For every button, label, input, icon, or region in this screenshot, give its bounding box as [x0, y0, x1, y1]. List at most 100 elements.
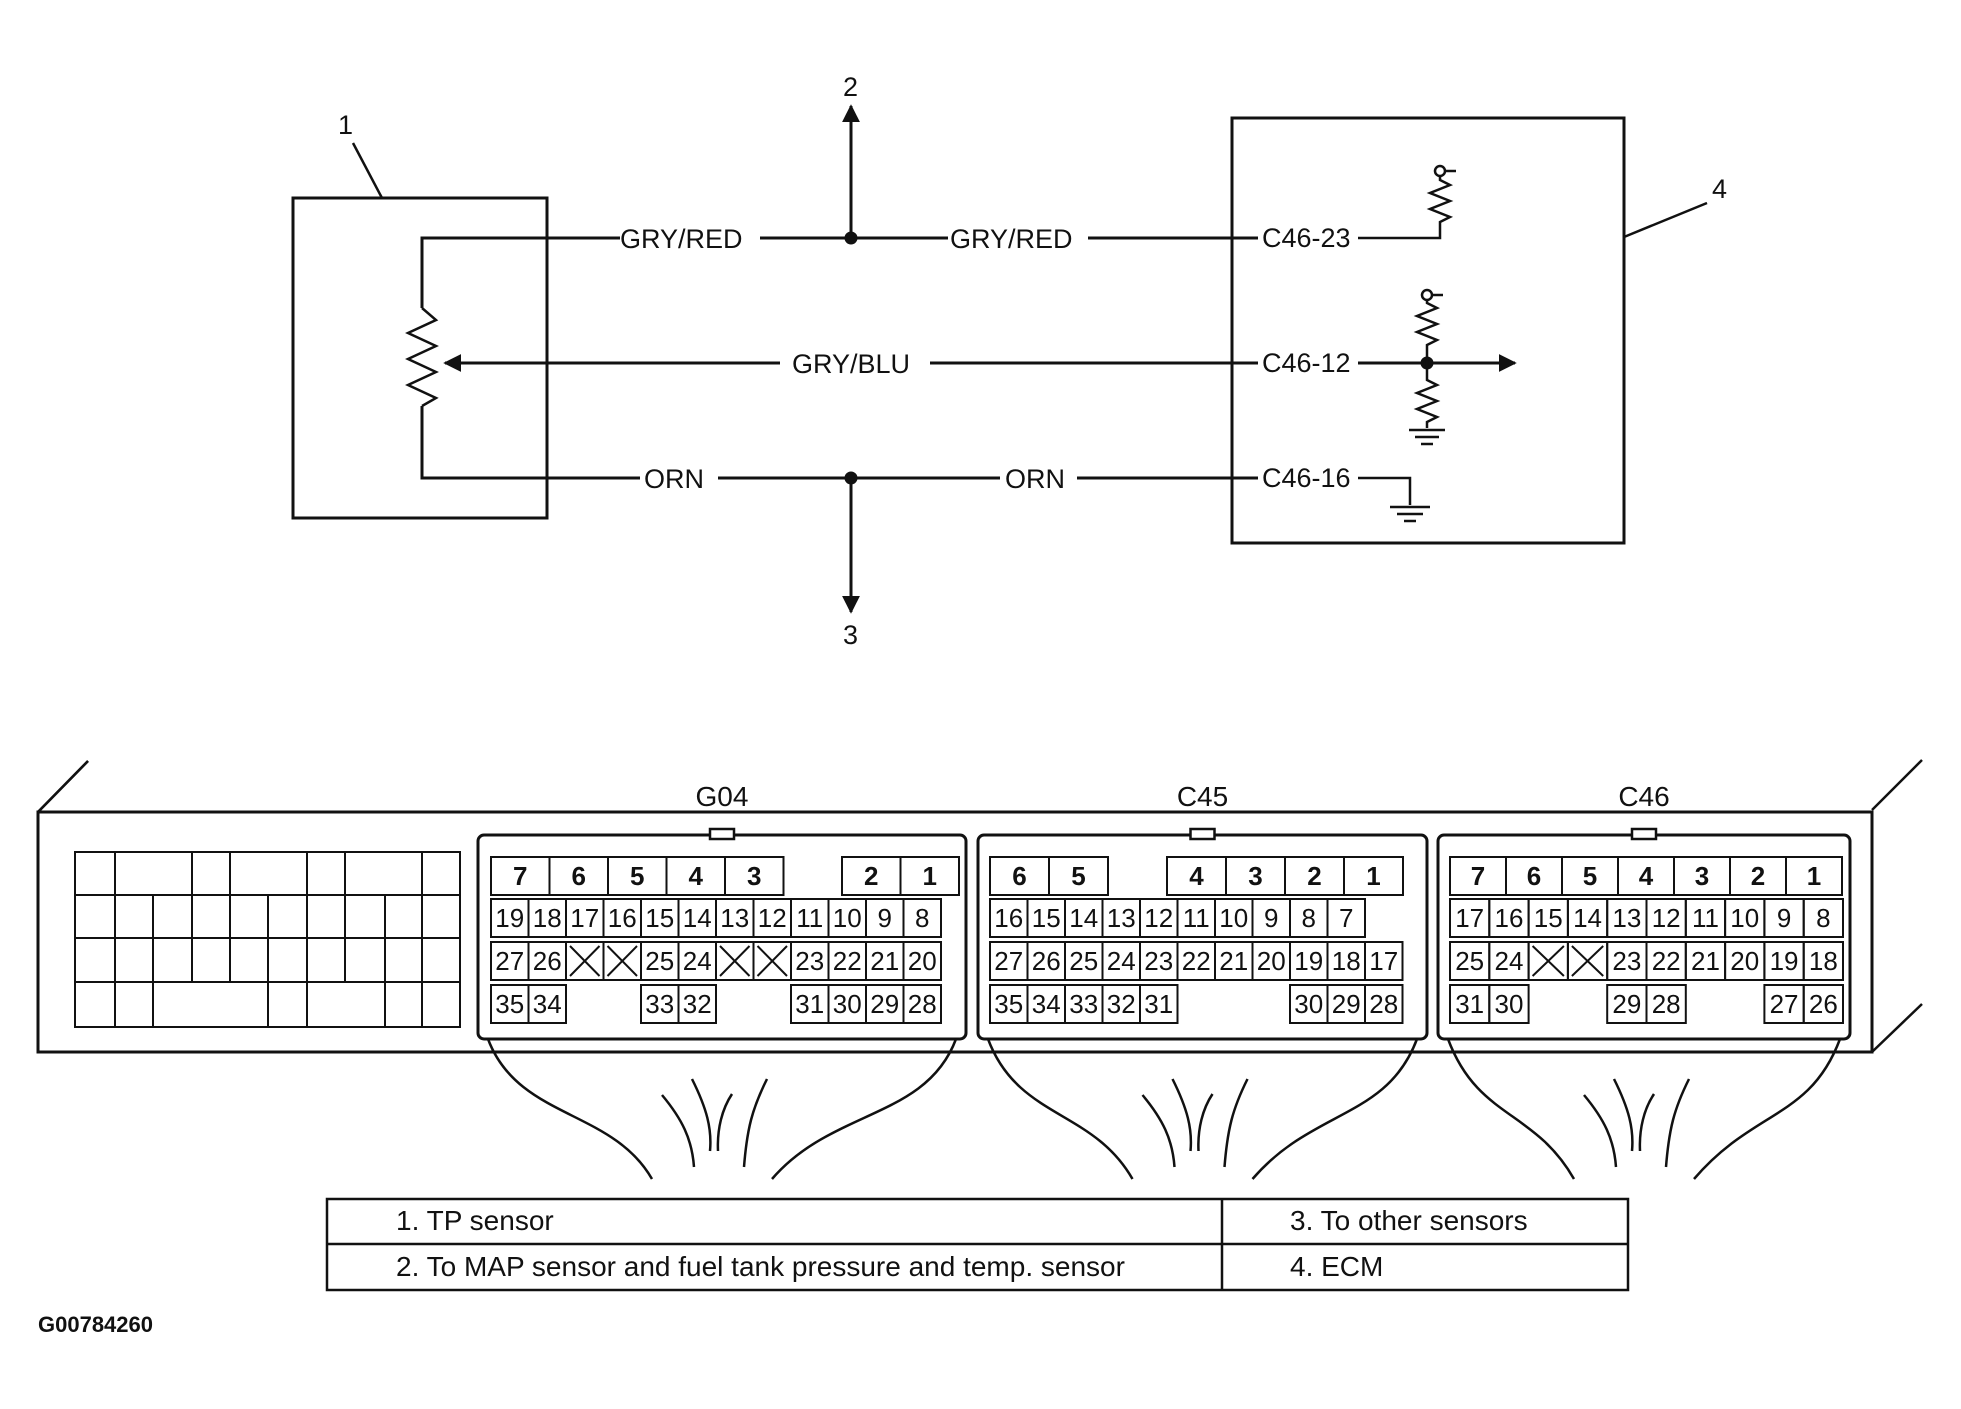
pin-number: 25 — [1455, 946, 1484, 976]
pin-number: 16 — [994, 903, 1023, 933]
ecm-body-edge-left — [37, 760, 89, 813]
pin-number: 17 — [1369, 946, 1398, 976]
ecm-body-edge-right — [1871, 759, 1923, 811]
pin-cell — [724, 856, 785, 896]
pin-number: 26 — [533, 946, 562, 976]
pin-number: 20 — [908, 946, 937, 976]
pin-number: 12 — [758, 903, 787, 933]
pin-number: 28 — [908, 989, 937, 1019]
ground-symbol-16 — [1390, 505, 1430, 523]
pin-cell — [1785, 856, 1843, 896]
pin-number: 19 — [1294, 946, 1323, 976]
pin-number: 28 — [1369, 989, 1398, 1019]
callout-4-leader — [1623, 201, 1708, 239]
pin-number: 26 — [1809, 989, 1838, 1019]
pin-cell — [1364, 984, 1404, 1024]
pin-number: 23 — [1612, 946, 1641, 976]
connector-name: C46 — [1618, 781, 1669, 812]
pullup-12 — [1413, 300, 1441, 363]
pin-number: 14 — [683, 903, 712, 933]
pin-number: 18 — [533, 903, 562, 933]
vref-terminal-12 — [1420, 288, 1434, 302]
pin-cell — [1343, 856, 1404, 896]
pin-number: 35 — [495, 989, 524, 1019]
pin-number: 1 — [1366, 861, 1380, 891]
pin-number: 29 — [870, 989, 899, 1019]
pin-number: 17 — [570, 903, 599, 933]
pin-number: 3 — [1248, 861, 1262, 891]
pin-number: 19 — [1770, 946, 1799, 976]
pin-number: 22 — [1182, 946, 1211, 976]
callout-1: 1 — [338, 110, 353, 140]
pin-number: 26 — [1032, 946, 1061, 976]
blank-pin-cross — [1531, 945, 1565, 977]
pullup-23 — [1358, 176, 1454, 240]
pin-number: 1 — [923, 861, 937, 891]
connector-latch — [1189, 827, 1216, 841]
ecm-body-edge-right-bottom — [1871, 1003, 1923, 1053]
pin-number: 12 — [1652, 903, 1681, 933]
wire-label-gry-blu: GRY/BLU — [792, 349, 910, 379]
legend-table: 1. TP sensor 3. To other sensors 2. To M… — [325, 1197, 1630, 1292]
wire-harness — [1446, 1038, 1842, 1180]
pin-cell — [527, 984, 567, 1024]
pin-number: 29 — [1612, 989, 1641, 1019]
terminal-c46-16: C46-16 — [1262, 463, 1351, 493]
schematic: 1 GRY/RED GRY/RED 2 GRY/BLU ORN ORN 3 4 … — [291, 72, 1727, 650]
pin-cell — [677, 984, 717, 1024]
pin-cell — [1326, 898, 1366, 938]
pin-number: 11 — [1692, 903, 1719, 933]
pin-number: 33 — [645, 989, 674, 1019]
pin-number: 23 — [795, 946, 824, 976]
pin-number: 24 — [683, 946, 712, 976]
pin-cell — [1488, 984, 1530, 1024]
pin-number: 34 — [533, 989, 562, 1019]
pin-number: 10 — [1730, 903, 1759, 933]
blank-pin-cross — [719, 945, 751, 977]
pin-number: 29 — [1332, 989, 1361, 1019]
pin-number: 25 — [645, 946, 674, 976]
legend-item-4: 4. ECM — [1290, 1251, 1383, 1282]
pin-number: 23 — [1144, 946, 1173, 976]
legend-item-3: 3. To other sensors — [1290, 1205, 1528, 1236]
blank-pin-cross — [1571, 945, 1604, 977]
terminal-c46-12: C46-12 — [1262, 348, 1351, 378]
pin-number: 4 — [1189, 861, 1204, 891]
pin-number: 35 — [994, 989, 1023, 1019]
pin-number: 8 — [1302, 903, 1316, 933]
pin-number: 19 — [495, 903, 524, 933]
pin-number: 9 — [1777, 903, 1791, 933]
pin-number: 22 — [1652, 946, 1681, 976]
vref-terminal-23 — [1433, 164, 1447, 178]
pin-number: 32 — [1107, 989, 1136, 1019]
wire-harness — [486, 1038, 958, 1180]
pin-number: 8 — [915, 903, 929, 933]
pin-cell — [1364, 941, 1404, 981]
figure-id: G00784260 — [38, 1312, 153, 1337]
pin-number: 14 — [1069, 903, 1098, 933]
callout-3: 3 — [843, 620, 858, 650]
pin-number: 32 — [683, 989, 712, 1019]
pin-number: 2 — [864, 861, 878, 891]
callout-2: 2 — [843, 72, 858, 102]
pin-number: 13 — [1107, 903, 1136, 933]
callout-4: 4 — [1712, 174, 1727, 204]
wire-label-orn-right: ORN — [1005, 464, 1065, 494]
legend-item-2: 2. To MAP sensor and fuel tank pressure … — [396, 1251, 1125, 1282]
pin-number: 14 — [1573, 903, 1602, 933]
pin-number: 13 — [1612, 903, 1641, 933]
pin-number: 22 — [833, 946, 862, 976]
pin-number: 25 — [1069, 946, 1098, 976]
pin-number: 27 — [495, 946, 524, 976]
pin-cell — [902, 984, 942, 1024]
pin-cell — [1802, 984, 1844, 1024]
pin-number: 2 — [1307, 861, 1321, 891]
legend-item-1: 1. TP sensor — [396, 1205, 554, 1236]
pin-number: 34 — [1032, 989, 1061, 1019]
pin-number: 20 — [1257, 946, 1286, 976]
pin-number: 4 — [689, 861, 704, 891]
